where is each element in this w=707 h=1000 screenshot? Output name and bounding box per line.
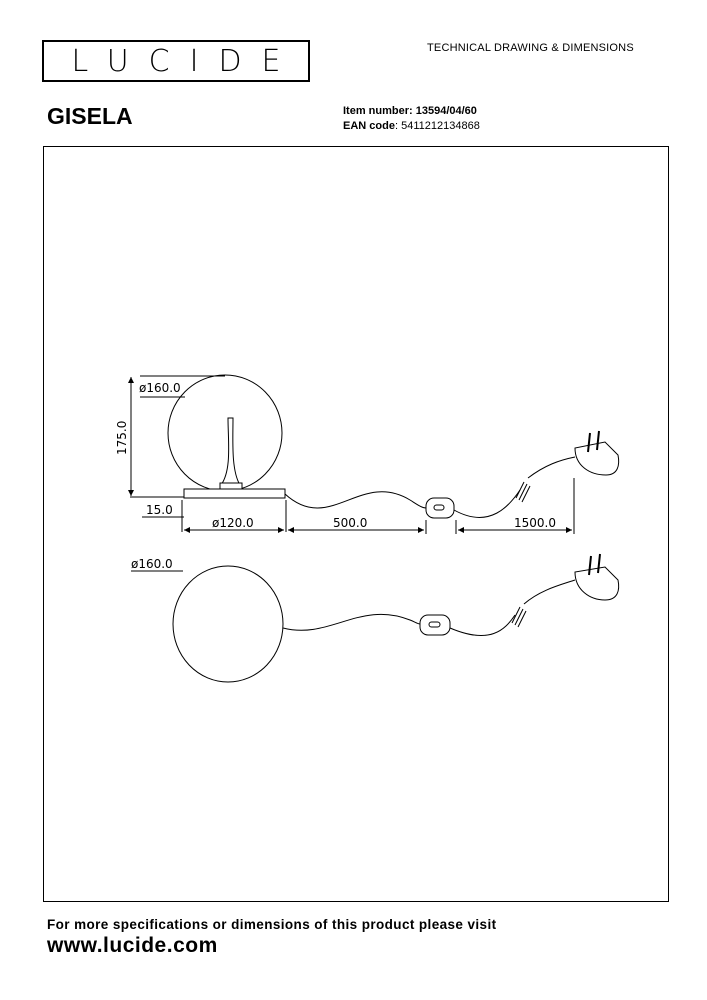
label-cable-1500: 1500.0 (514, 516, 556, 530)
cable-to-switch (284, 491, 427, 509)
item-number-value: 13594/04/60 (415, 105, 477, 117)
lamp-stem (220, 417, 241, 486)
logo-text: LUCIDE (71, 43, 301, 79)
lamp-base (183, 488, 286, 499)
label-globe-diameter-top: ø160.0 (131, 557, 173, 571)
cable-strain-relief (515, 481, 531, 503)
side-view (128, 374, 620, 534)
brand-logo: LUCIDE (42, 40, 310, 82)
footer-note: For more specifications or dimensions of… (47, 917, 497, 932)
label-base-height: 15.0 (146, 503, 173, 517)
label-cable-500: 500.0 (333, 516, 367, 530)
side-view-labels: ø160.0 175.0 15.0 ø120.0 500.0 1500.0 (115, 381, 556, 530)
ean-code: EAN code: 5411212134868 (343, 120, 480, 132)
plug-adapter-top (574, 566, 620, 601)
ean-value: 5411212134868 (401, 120, 480, 132)
website-link[interactable]: www.lucide.com (47, 934, 218, 957)
drawing-frame (43, 146, 669, 902)
inline-switch-top (419, 614, 451, 636)
globe-top-outline (172, 565, 284, 683)
switch-button-top (428, 621, 441, 628)
top-view (131, 553, 620, 683)
globe-outline (167, 374, 283, 492)
cable-to-plug-2 (527, 456, 576, 479)
item-number-label: Item number: (343, 105, 413, 117)
plug-adapter (574, 441, 620, 476)
inline-switch (425, 497, 455, 519)
document-type: TECHNICAL DRAWING & DIMENSIONS (427, 42, 634, 54)
cable-strain-relief-top (511, 606, 527, 628)
ean-label: EAN code (343, 120, 395, 132)
label-total-height: 175.0 (115, 421, 129, 455)
item-number: Item number: 13594/04/60 (343, 105, 477, 117)
label-base-diameter: ø120.0 (212, 516, 254, 530)
product-name: GISELA (47, 103, 133, 129)
cable-top-to-switch (282, 613, 421, 631)
cable-to-plug-1 (453, 489, 521, 518)
cable-top-to-plug-1 (449, 614, 516, 637)
plug-pins-top (588, 553, 601, 576)
switch-button (433, 504, 445, 511)
cable-top-to-plug-2 (523, 579, 576, 605)
label-globe-diameter-side: ø160.0 (139, 381, 181, 395)
plug-pins (587, 430, 600, 453)
